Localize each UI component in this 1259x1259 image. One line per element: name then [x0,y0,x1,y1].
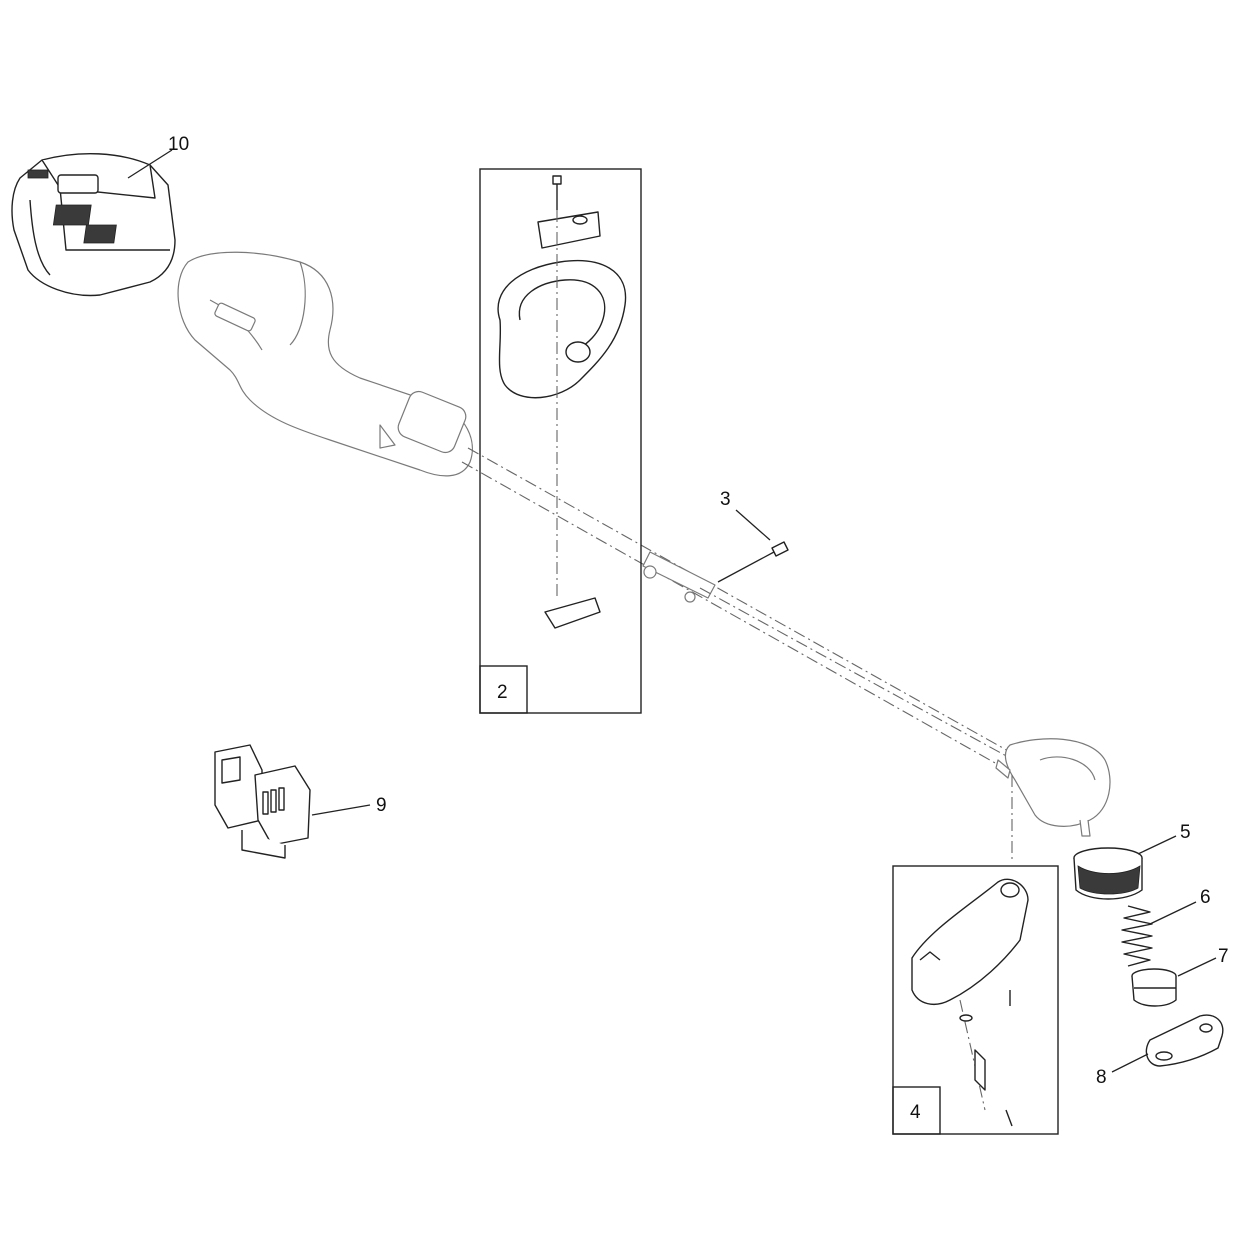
callout-4: 4 [910,1102,921,1123]
callout-9-leader [311,804,371,816]
part-4-group: 4 [892,865,1059,1135]
callout-5: 5 [1180,822,1191,843]
callout-10: 10 [168,134,189,155]
callout-2: 2 [497,682,508,703]
trimmer-shaft [461,447,1011,769]
callout-3-leader [735,509,771,541]
part-4-frame [892,865,1059,1135]
callout-6-leader [1149,901,1197,925]
part-8-bump-knob [1145,1014,1224,1067]
part-5-spool [1073,847,1143,900]
callout-6: 6 [1200,887,1211,908]
part-2-group: 2 [479,168,642,714]
callout-5-leader [1137,835,1177,855]
callout-7-leader [1177,957,1217,977]
callout-8: 8 [1096,1067,1107,1088]
part-3-screw [717,541,789,583]
callout-7: 7 [1218,946,1229,967]
trimmer-head [995,738,1111,860]
callout-3: 3 [720,489,731,510]
trimmer-power-head [177,251,473,477]
battery-charger [214,744,311,859]
part-7-cap [1131,968,1177,1007]
part-6-spring [1121,905,1153,967]
callout-9: 9 [376,795,387,816]
battery-pack [11,153,176,297]
callout-10-leader [127,149,173,179]
callout-8-leader [1111,1053,1149,1073]
part-2-frame [479,168,642,714]
